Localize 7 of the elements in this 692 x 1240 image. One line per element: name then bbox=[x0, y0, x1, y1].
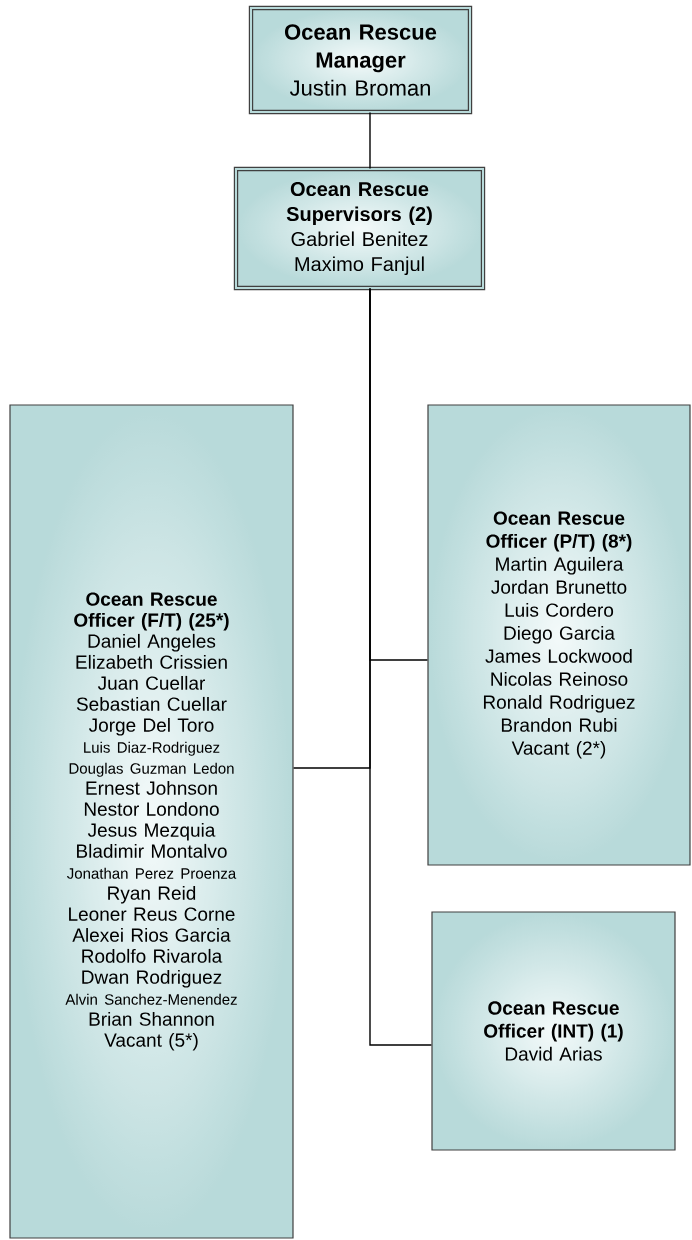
org-box: Ocean Rescue Officer (P/T) (8*) Martin Aguilera Jordan Brunetto Luis Cordero Diego Garcia James Lockwood Nicolas Reinoso Ronald Rodriguez Brandon Rubi Vacant (2*) bbox=[427, 404, 691, 866]
connector-line bbox=[369, 287, 433, 1046]
org-box: Ocean Rescue Manager Justin Broman bbox=[248, 5, 473, 115]
org-box: Ocean Rescue Supervisors (2) Gabriel Benitez Maximo Fanjul bbox=[233, 166, 486, 291]
org-box: Ocean Rescue Officer (INT) (1) David Arias bbox=[431, 911, 676, 1151]
org-box: Ocean Rescue Officer (F/T) (25*) Daniel Angeles Elizabeth Crissien Juan Cuellar Sebastian Cuellar Jorge Del Toro Luis Diaz-Rodriguez Douglas Guzman Ledon Ernest Johnson Nestor Londono Jesus Mezquia Bladimir Montalvo Jonathan Perez Proenza Ryan Reid Leoner Reus Corne Alexei Rios Garcia Rodolfo Rivarola Dwan Rodriguez Alvin Sanchez-Menendez Brian Shannon Vacant (5*) bbox=[9, 404, 294, 1239]
connector-line bbox=[369, 111, 371, 170]
